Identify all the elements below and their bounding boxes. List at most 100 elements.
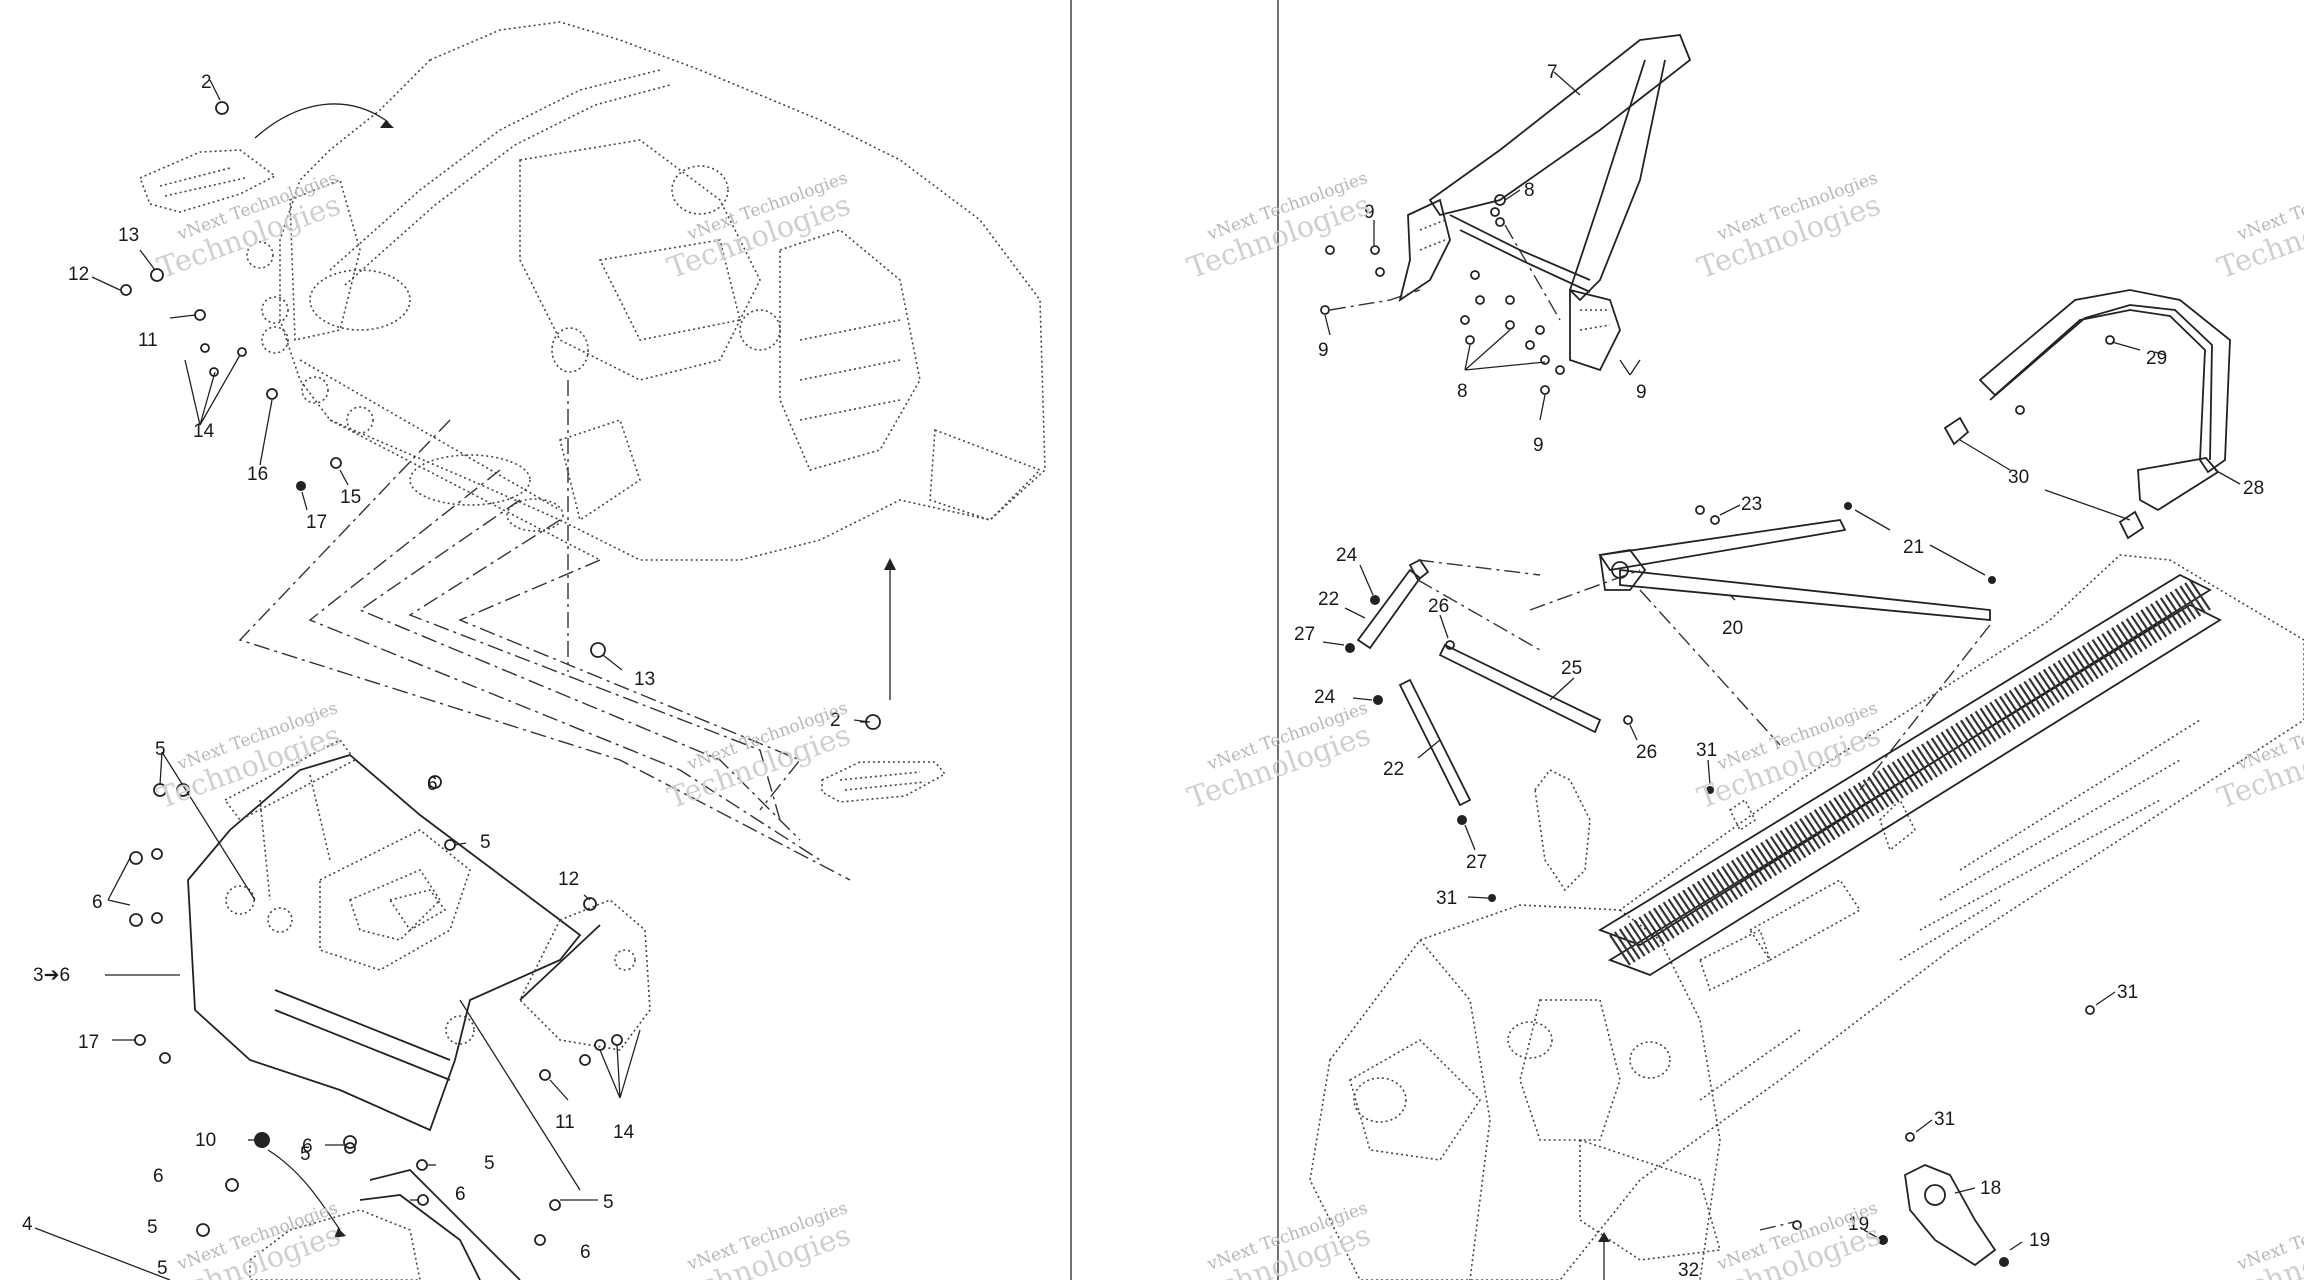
callout-c4: 4 xyxy=(22,1214,33,1235)
heat-exchanger-fin xyxy=(1984,704,2007,736)
bumper-part-28 xyxy=(1943,289,2241,540)
heat-exchanger-fin xyxy=(1638,916,1661,948)
heat-exchanger-fin xyxy=(1765,838,1787,871)
heat-exchanger-fin xyxy=(2062,656,2085,689)
heat-exchanger-fin xyxy=(1721,865,1744,897)
callout-c11b: 11 xyxy=(555,1112,575,1133)
heat-exchanger-fin xyxy=(2013,686,2036,719)
fasteners-lower-left xyxy=(129,775,623,1246)
heat-exchanger-fin xyxy=(1667,898,1690,930)
heat-exchanger-fin xyxy=(1687,886,1709,918)
heat-exchanger-fin xyxy=(1882,767,1904,799)
heat-exchanger-fin xyxy=(1940,731,1963,763)
callout-c24a: 24 xyxy=(1336,545,1358,566)
heat-exchanger-fin xyxy=(1726,862,1748,895)
callout-c13a: 13 xyxy=(118,225,139,246)
heat-exchanger-fin xyxy=(1950,725,1973,757)
heat-exchanger-fin xyxy=(1755,844,1778,877)
heat-exchanger-fin xyxy=(1652,907,1675,939)
heat-exchanger-fin xyxy=(1838,794,1860,826)
heat-exchanger-fin xyxy=(1852,785,1875,817)
heat-exchanger-fin xyxy=(1662,901,1685,933)
heat-exchanger-fin xyxy=(1916,746,1938,778)
heat-exchanger-fin xyxy=(1740,853,1763,886)
heat-exchanger-fin xyxy=(2057,659,2080,692)
callout-c6f: 6 xyxy=(580,1242,591,1263)
callout-c18: 18 xyxy=(1980,1178,2001,1199)
heat-exchanger-fin xyxy=(1682,889,1705,921)
heat-exchanger-fin xyxy=(1999,695,2021,727)
callout-c22b: 22 xyxy=(1383,759,1404,780)
heat-exchanger-fin xyxy=(2101,633,2124,665)
heat-exchanger-fin xyxy=(1677,892,1700,924)
frame-assembly-upper xyxy=(279,21,1046,561)
heat-exchanger-fin xyxy=(2164,594,2187,626)
callout-c31b: 31 xyxy=(1436,888,1457,909)
heat-exchanger-fin xyxy=(1872,773,1895,805)
callout-c6c: 6 xyxy=(302,1136,313,1157)
callout-c9b: 9 xyxy=(1318,340,1329,361)
heat-exchanger-fin xyxy=(2111,627,2133,659)
callout-c28: 28 xyxy=(2243,478,2264,499)
heat-exchanger-fin xyxy=(1657,904,1680,936)
heat-exchanger-fin xyxy=(1648,910,1670,942)
heat-exchanger-fin xyxy=(2072,650,2094,683)
heat-exchanger-fin xyxy=(2179,585,2202,617)
callout-c13b: 13 xyxy=(634,669,655,690)
heat-exchanger-fin xyxy=(2154,600,2177,632)
callout-c27b: 27 xyxy=(1466,852,1487,873)
heat-exchanger-fin xyxy=(1886,764,1909,796)
heat-exchanger-fin xyxy=(1989,701,2012,733)
heat-exchanger-fin xyxy=(2145,606,2168,638)
heat-exchanger-fin xyxy=(1974,710,1997,742)
bracket-part-2-lower xyxy=(821,719,947,803)
callout-c23: 23 xyxy=(1741,494,1762,515)
heat-exchanger-fin xyxy=(1750,847,1773,880)
heat-exchanger-fin xyxy=(2189,579,2211,611)
heat-exchanger-fin xyxy=(1896,758,1919,790)
heat-exchanger-fin xyxy=(1609,934,1631,966)
heat-exchanger-fin xyxy=(1628,922,1651,954)
rods-part-22-25 xyxy=(1322,558,1638,851)
heat-exchanger-fin xyxy=(1701,877,1724,909)
callout-c24b: 24 xyxy=(1314,687,1336,708)
heat-exchanger-fin xyxy=(1891,761,1914,793)
callout-c5f: 5 xyxy=(603,1192,614,1213)
heat-exchanger-fin xyxy=(1774,832,1797,865)
heat-exchanger-fin xyxy=(1911,749,1934,781)
heat-exchanger-fin xyxy=(2091,639,2114,671)
bracket-part-18 xyxy=(1863,1164,2023,1267)
callout-c9d: 9 xyxy=(1533,435,1544,456)
a-frame-part-7 xyxy=(1320,34,1692,421)
callout-c22a: 22 xyxy=(1318,589,1339,610)
heat-exchanger-fin xyxy=(1716,868,1739,900)
callout-c17a: 17 xyxy=(306,512,327,533)
heat-exchanger-fin xyxy=(2184,582,2207,614)
heat-exchanger-fin xyxy=(1960,719,1982,751)
heat-exchanger-fin xyxy=(1613,931,1636,963)
heat-exchanger-fin xyxy=(1818,806,1841,838)
callout-c7: 7 xyxy=(1547,62,1558,83)
callout-c6d: 6 xyxy=(153,1166,164,1187)
callout-c31d: 31 xyxy=(1934,1109,1955,1130)
callout-c6a: 6 xyxy=(92,892,103,913)
heat-exchanger-fin xyxy=(2023,680,2046,713)
callout-c32: 32 xyxy=(1678,1260,1699,1280)
heat-exchanger-fin xyxy=(2037,671,2060,704)
heat-exchanger-fin xyxy=(2125,618,2148,650)
callout-c5d: 5 xyxy=(147,1217,158,1238)
heat-exchanger-fin xyxy=(2003,692,2026,724)
callout-c25: 25 xyxy=(1561,658,1582,679)
heat-exchanger-fin xyxy=(1784,826,1807,859)
